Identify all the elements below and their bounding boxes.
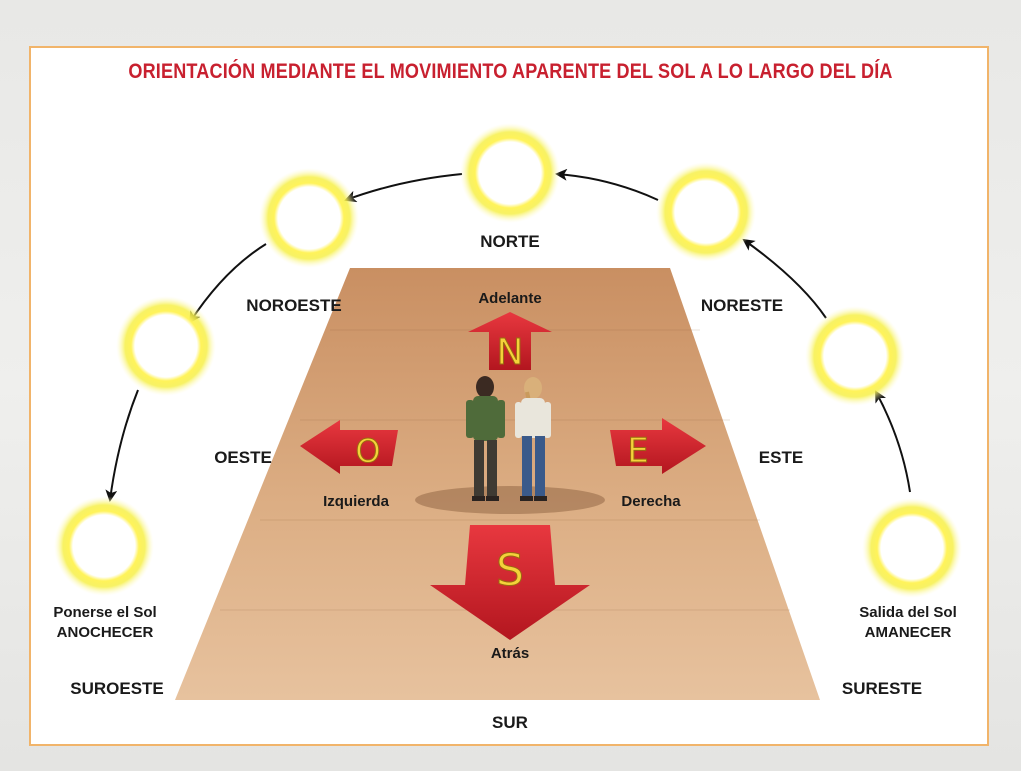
path-arrow-3 bbox=[555, 168, 659, 201]
sun-northwest bbox=[259, 168, 359, 268]
sun-sunset bbox=[54, 496, 154, 596]
label-west: OESTE bbox=[214, 448, 272, 467]
arrow-letter-north: N bbox=[497, 332, 524, 373]
label-back: Atrás bbox=[490, 645, 530, 662]
sun-northeast bbox=[656, 162, 756, 262]
arrow-east bbox=[610, 418, 706, 474]
arrow-north bbox=[468, 312, 552, 370]
figure-title: ORIENTACIÓN MEDIANTE EL MOVIMIENTO APARE… bbox=[128, 60, 893, 83]
sunrise-line2: AMANECER bbox=[864, 624, 952, 641]
sun-noon bbox=[460, 123, 560, 223]
arrow-letter-east: E bbox=[627, 431, 648, 471]
arrow-south bbox=[430, 525, 590, 640]
suns bbox=[54, 123, 962, 598]
sunrise-caption: Salida del Sol AMANECER bbox=[859, 603, 957, 643]
label-north: NORTE bbox=[480, 232, 540, 251]
sunrise-line1: Salida del Sol bbox=[859, 604, 957, 621]
sun-east-rising bbox=[805, 306, 905, 406]
person-woman bbox=[515, 377, 551, 501]
sunset-line1: Ponerse el Sol bbox=[53, 604, 157, 621]
label-south: SUR bbox=[492, 713, 528, 732]
arrow-letter-west: O bbox=[355, 432, 380, 470]
label-northeast: NORESTE bbox=[700, 296, 784, 315]
arrow-letter-south: S bbox=[496, 545, 524, 596]
label-southeast: SURESTE bbox=[841, 679, 923, 698]
path-arrow-4 bbox=[344, 173, 463, 203]
label-forward: Adelante bbox=[478, 290, 542, 307]
sunset-line2: ANOCHECER bbox=[56, 624, 154, 641]
person-man bbox=[466, 376, 505, 501]
label-east: ESTE bbox=[758, 448, 804, 467]
sunset-caption: Ponerse el Sol ANOCHECER bbox=[53, 603, 156, 643]
path-arrow-2 bbox=[742, 238, 827, 319]
sun-sunrise bbox=[862, 498, 962, 598]
sun-west-setting bbox=[116, 296, 216, 396]
path-arrow-6 bbox=[105, 389, 139, 502]
label-northwest: NOROESTE bbox=[246, 296, 342, 315]
path-arrow-1 bbox=[875, 390, 911, 493]
label-southwest: SUROESTE bbox=[70, 679, 164, 698]
figures-shadow bbox=[415, 486, 605, 514]
label-left: Izquierda bbox=[323, 493, 389, 510]
arrow-west bbox=[300, 420, 398, 474]
label-right: Derecha bbox=[621, 493, 681, 510]
floor-plane bbox=[175, 268, 820, 700]
